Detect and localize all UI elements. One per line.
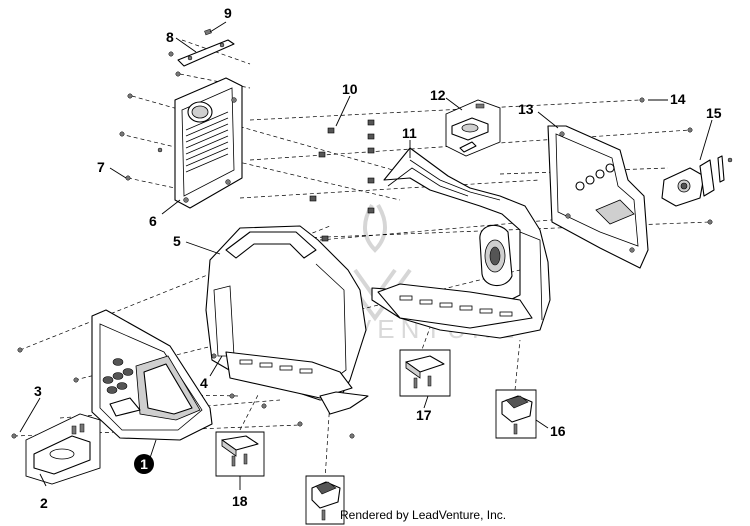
screw-14 — [639, 97, 645, 103]
render-credit: Rendered by LeadVenture, Inc. — [340, 508, 507, 522]
part-left-panel-1 — [91, 309, 213, 441]
screw — [127, 93, 133, 99]
callout-3: 3 — [34, 383, 42, 399]
callout-5: 5 — [173, 233, 181, 249]
callout-1-badge — [134, 454, 154, 474]
screw — [17, 347, 23, 353]
callout-15: 15 — [706, 105, 722, 121]
screw-3 — [11, 433, 17, 439]
part-foot-box-bottom — [305, 475, 345, 525]
callout-16: 16 — [550, 423, 566, 439]
screw — [168, 51, 174, 57]
screw — [119, 131, 125, 137]
callout-14: 14 — [670, 91, 686, 107]
watermark-flame — [363, 203, 387, 253]
screw — [229, 393, 235, 399]
screw — [687, 127, 693, 133]
part-bracket-8 — [177, 39, 235, 67]
callout-12: 12 — [430, 87, 446, 103]
callout-18: 18 — [232, 493, 248, 509]
callout-4: 4 — [200, 375, 208, 391]
part-switch-15 — [661, 155, 733, 207]
callout-9: 9 — [224, 5, 232, 21]
callout-1: 1 — [140, 456, 148, 472]
callout-10: 10 — [342, 81, 358, 97]
part-foot-box-16 — [495, 389, 537, 439]
screw — [211, 353, 217, 359]
screw — [125, 175, 131, 181]
callout-2: 2 — [40, 495, 48, 511]
callout-13: 13 — [518, 101, 534, 117]
callout-17: 17 — [416, 407, 432, 423]
part-front-frame-5 — [205, 225, 369, 415]
part-clips-10 — [309, 119, 375, 242]
callout-8: 8 — [166, 29, 174, 45]
part-front-grille-6 — [174, 77, 243, 209]
screw — [175, 71, 181, 77]
panel-outlets — [575, 163, 615, 191]
screw — [157, 147, 163, 153]
frame-floor-slots — [399, 295, 513, 317]
callout-7: 7 — [97, 159, 105, 175]
part-cover-box-2 — [25, 413, 101, 485]
callout-leaders — [19, 21, 713, 490]
screw — [349, 433, 355, 439]
screw — [73, 377, 79, 383]
part-side-panel-13 — [547, 125, 649, 269]
screw — [261, 403, 267, 409]
screw — [707, 219, 713, 225]
part-box-12 — [445, 99, 501, 157]
frame-front-floor-slots — [239, 359, 313, 374]
panel-outlets-left — [102, 358, 134, 394]
screw — [297, 421, 303, 427]
callout-numbers: 1 2 3 4 5 6 7 8 9 10 11 12 13 14 15 16 1… — [34, 5, 722, 511]
grille-slots — [185, 111, 229, 173]
part-foot-box-17 — [399, 349, 451, 397]
part-main-frame-11 — [371, 147, 551, 339]
part-foot-box-18 — [215, 431, 265, 477]
callout-11: 11 — [402, 125, 417, 141]
callout-6: 6 — [149, 213, 157, 229]
